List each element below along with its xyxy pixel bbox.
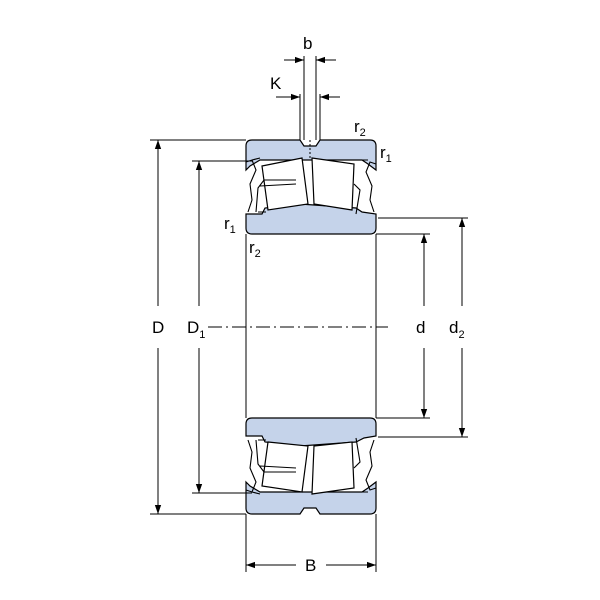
cage-top xyxy=(255,179,361,215)
label-r2-left: r2 xyxy=(249,238,261,260)
dimension-d2: d2 xyxy=(378,217,468,438)
dimension-D1: D1 xyxy=(187,160,252,494)
cage-bottom xyxy=(255,437,361,473)
seal-top-left xyxy=(245,157,261,213)
dimension-d: d xyxy=(376,233,430,419)
label-d2: d2 xyxy=(449,318,465,341)
dimension-B: B xyxy=(245,514,377,575)
label-b: b xyxy=(303,34,312,53)
label-r1-left: r1 xyxy=(224,214,236,236)
outer-ring-bottom xyxy=(245,480,377,515)
roller-bottom-right xyxy=(311,441,355,495)
label-D: D xyxy=(152,318,164,337)
outer-ring-top xyxy=(245,139,377,172)
dimension-b-k: b K xyxy=(270,34,340,140)
bottom-cross-section xyxy=(245,417,377,515)
dimension-D: D xyxy=(150,139,246,515)
seal-top-right xyxy=(360,159,377,213)
label-r1-top: r1 xyxy=(380,143,392,165)
roller-top-left xyxy=(261,157,309,211)
label-D1: D1 xyxy=(187,318,205,341)
top-cross-section xyxy=(245,139,377,235)
inner-ring-top xyxy=(245,203,377,235)
label-k: K xyxy=(270,74,282,93)
label-d: d xyxy=(416,318,425,337)
roller-top-right xyxy=(311,157,355,211)
label-B: B xyxy=(305,556,316,575)
seal-bottom-right xyxy=(360,439,377,493)
seal-bottom-left xyxy=(245,439,261,495)
label-r2-top: r2 xyxy=(354,117,366,139)
